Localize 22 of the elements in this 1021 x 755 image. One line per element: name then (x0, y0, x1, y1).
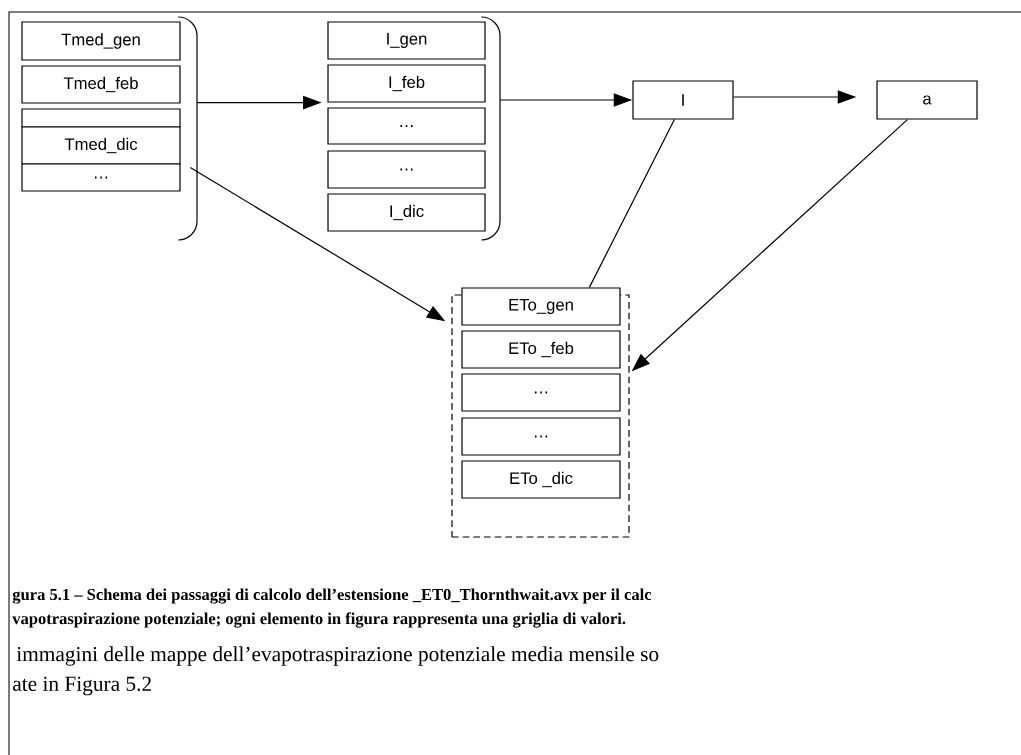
value-box: Tmed_gen (21, 21, 181, 61)
value-box: I_feb (327, 64, 486, 103)
value-box: … (461, 417, 621, 456)
value-box: I_gen (327, 21, 486, 60)
value-box: Tmed_dic (21, 126, 181, 165)
body-text: immagini delle mappe dell’evapotraspirazione potenziale media mensile so (16, 646, 659, 666)
caption-text: vapotraspirazione potenziale; ogni elemento in figura rappresenta una griglia di valori. (12, 612, 626, 628)
value-box: I (632, 80, 734, 120)
value-box: ETo _dic (461, 460, 621, 499)
connector-line (588, 119, 675, 288)
value-box: ETo_gen (461, 287, 621, 326)
body-text: ate in Figura 5.2 (13, 676, 151, 696)
value-box: a (876, 80, 978, 120)
value-box: … (327, 107, 486, 145)
value-box: I_dic (327, 193, 486, 232)
value-box: … (21, 163, 181, 192)
empty-box (21, 108, 181, 128)
value-box: Tmed_feb (21, 65, 181, 104)
value-box: … (327, 150, 486, 189)
value-box: … (461, 373, 621, 412)
caption-text: gura 5.1 – Schema dei passaggi di calcolo dell’estensione _ET0_Thornthwait.avx per il calc (12, 588, 652, 604)
value-box: ETo _feb (461, 330, 621, 369)
